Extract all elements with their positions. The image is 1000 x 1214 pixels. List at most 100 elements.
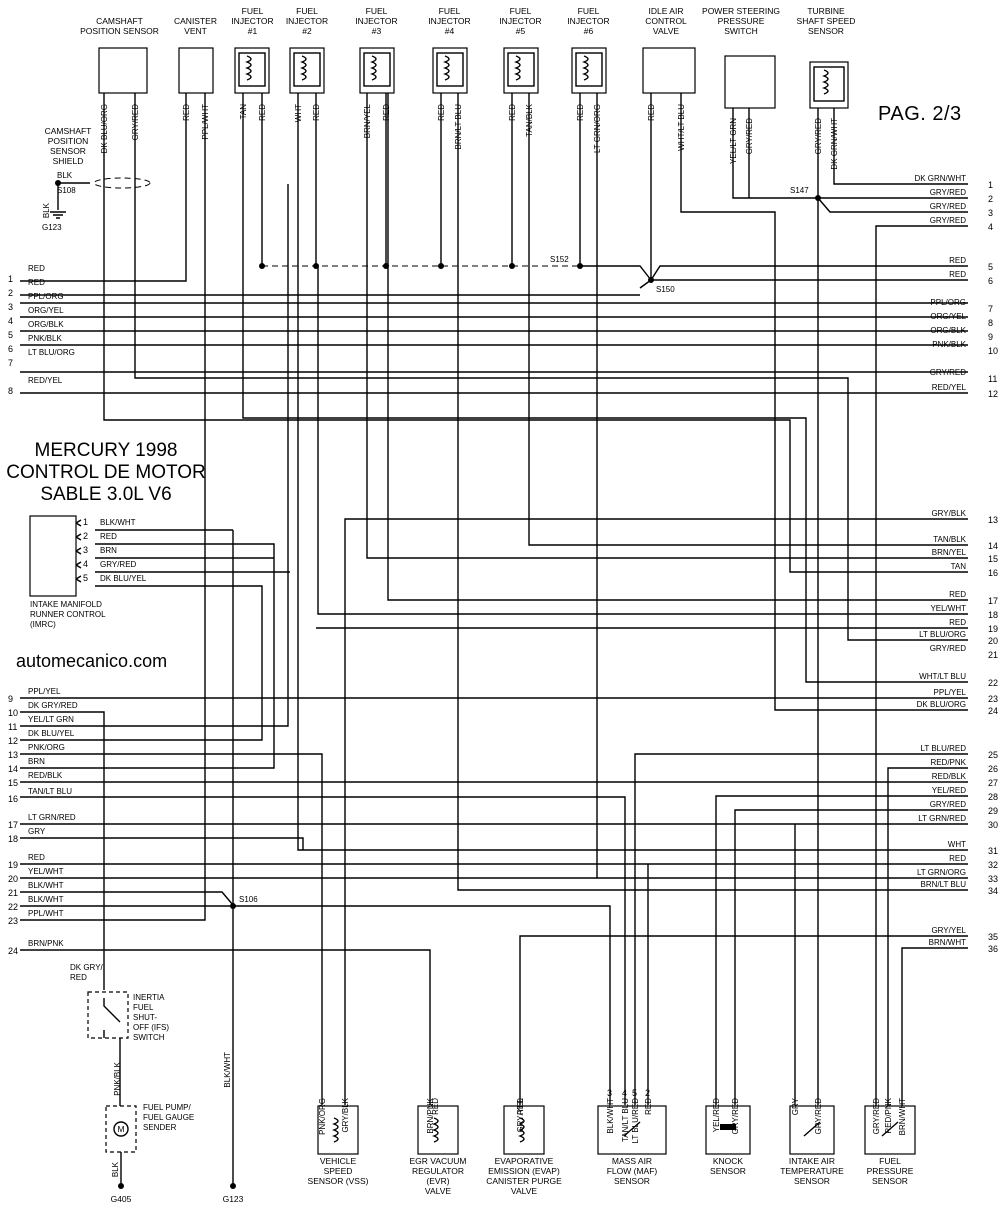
ps-yelltgrn xyxy=(732,108,968,199)
top-component-5 xyxy=(432,47,468,94)
component-box xyxy=(503,1105,545,1155)
right-wire-label: RED/BLK xyxy=(932,772,967,781)
bottom-component-name: REGULATOR xyxy=(412,1166,464,1176)
right-wire-label: GRY/RED xyxy=(930,644,967,653)
top-component-2 xyxy=(234,47,270,94)
left-pin-number: 8 xyxy=(8,386,13,396)
top-wire-label: BRN/YEL xyxy=(363,103,372,138)
ifs-box xyxy=(87,991,129,1039)
imrc-2 xyxy=(95,543,275,553)
bottom-wire-label: RED xyxy=(516,1098,525,1115)
right-wire-label: YEL/WHT xyxy=(930,604,966,613)
pnk-org-vss xyxy=(20,753,323,1105)
left-pin-number: 11 xyxy=(8,722,17,732)
left-wire-label: PPL/YEL xyxy=(28,687,61,696)
brn-wht xyxy=(901,947,968,1106)
left-wire-label: RED xyxy=(28,264,45,273)
splice-dot xyxy=(438,263,444,269)
top-wire-label: PPL/WHT xyxy=(201,104,210,140)
right-wire-label: RED xyxy=(949,618,966,627)
right-pin-number: 33 xyxy=(988,874,998,884)
left-pin-number: 1 xyxy=(8,274,13,284)
right-wire-label: GRY/RED xyxy=(930,800,967,809)
left-wire-label: BLK/WHT xyxy=(28,895,64,904)
right-wire-label: DK GRN/WHT xyxy=(914,174,966,183)
inj2-wht xyxy=(297,93,968,851)
component-name: CAMSHAFT xyxy=(96,16,143,26)
motor-letter: M xyxy=(117,1124,124,1134)
component-name: POSITION SENSOR xyxy=(80,26,159,36)
right-pin-number: 28 xyxy=(988,792,998,802)
inj5-tanblk xyxy=(528,93,968,546)
coil-symbol xyxy=(432,1117,439,1143)
left-pin-number: 16 xyxy=(8,794,18,804)
right-wire-label: TAN xyxy=(951,562,967,571)
component-name: #4 xyxy=(445,26,455,36)
imrc-wire-label: BLK/WHT xyxy=(100,518,136,527)
coil-symbol xyxy=(370,55,377,81)
canister-red xyxy=(20,93,187,282)
component-name: VALVE xyxy=(653,26,679,36)
right-wire-label: TAN/BLK xyxy=(933,535,966,544)
left-wire-label: LT GRN/RED xyxy=(28,813,76,822)
right-wire-label: GRY/RED xyxy=(930,188,967,197)
left-wire-label: DK BLU/YEL xyxy=(28,729,75,738)
right-pin-number: 31 xyxy=(988,846,998,856)
right-wire-label: PPL/ORG xyxy=(930,298,966,307)
maf-pin: 2 xyxy=(645,1088,650,1098)
imrc-pin-mark xyxy=(75,547,82,555)
title-line-1: MERCURY 1998 xyxy=(34,440,178,461)
ifs-name: INERTIA xyxy=(133,993,165,1002)
gry xyxy=(20,837,304,850)
top-wire-label: LT GRN/ORG xyxy=(593,104,602,153)
coil-frame xyxy=(293,52,321,87)
bottom-component-name: PRESSURE xyxy=(867,1166,914,1176)
ifs-name: FUEL xyxy=(133,1003,154,1012)
right-pin-number: 13 xyxy=(988,515,998,525)
title-line-2: CONTROL DE MOTOR xyxy=(6,462,206,483)
ifs-name: OFF (IFS) xyxy=(133,1023,169,1032)
right-pin-number: 19 xyxy=(988,624,998,634)
right-pin-number: 35 xyxy=(988,932,998,942)
top-wire-label: GRY/RED xyxy=(814,118,823,155)
component-name: #3 xyxy=(372,26,382,36)
right-wire-label: WHT xyxy=(948,840,966,849)
component-name: FUEL xyxy=(296,6,318,16)
top-wire-label: GRY/RED xyxy=(131,104,140,141)
right-pin-number: 3 xyxy=(988,208,993,218)
bottom-wire-label: RED/PNK xyxy=(884,1097,893,1133)
right-pin-number: 25 xyxy=(988,750,998,760)
shield-ground-id: G123 xyxy=(42,223,62,232)
top-component-10 xyxy=(809,61,849,109)
left-pin-number: 2 xyxy=(8,288,13,298)
fuel-pump-name: FUEL PUMP/ xyxy=(143,1103,191,1112)
imrc-pin-mark xyxy=(75,561,82,569)
ifs-top-wire-label: DK GRY/ xyxy=(70,963,104,972)
s147-label: S147 xyxy=(790,186,809,195)
top-component-7 xyxy=(571,47,607,94)
wire-layer xyxy=(20,93,968,1189)
bottom-component-name: FUEL xyxy=(879,1156,901,1166)
red-17 xyxy=(387,93,968,601)
bottom-wire-label: RED xyxy=(644,1098,653,1115)
component-name: #6 xyxy=(584,26,594,36)
bottom-wire-label: RED xyxy=(431,1098,440,1115)
right-pin-number: 18 xyxy=(988,610,998,620)
right-pin-number: 17 xyxy=(988,596,998,606)
top-wire-label: RED xyxy=(647,104,656,121)
left-pin-number: 13 xyxy=(8,750,18,760)
s150-feed xyxy=(580,265,652,281)
left-wire-label: TAN/LT BLU xyxy=(28,787,72,796)
left-pin-number: 12 xyxy=(8,736,18,746)
left-wire-label: BRN xyxy=(28,757,45,766)
component-box xyxy=(178,47,214,94)
blk-wht-21 xyxy=(20,891,234,906)
bottom-component-name: SENSOR xyxy=(872,1176,908,1186)
left-pin-number: 5 xyxy=(8,330,13,340)
left-pin-number: 15 xyxy=(8,778,18,788)
component-box xyxy=(864,1105,916,1155)
right-wire-label: ORG/YEL xyxy=(930,312,966,321)
imrc-name: INTAKE MANIFOLD xyxy=(30,600,102,609)
component-name: CONTROL xyxy=(645,16,687,26)
component-box xyxy=(642,47,696,94)
